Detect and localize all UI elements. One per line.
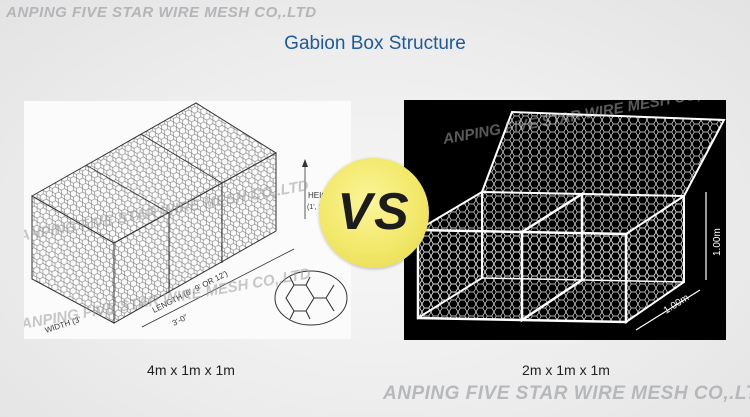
right-gabion-render: 1.00m 1.00m ANPING FIVE STAR WIRE MESH C… (404, 100, 726, 340)
diaphragm-line (85, 164, 170, 214)
width-dimension (635, 289, 701, 331)
length-dimension (141, 248, 295, 328)
height-dim-label: 1.00m (712, 228, 723, 256)
vs-text: VS (337, 183, 411, 241)
arrow-up-icon (302, 159, 308, 167)
left-caption: 4m x 1m x 1m (147, 362, 235, 378)
length-sub-label: 3'-0" (171, 312, 189, 327)
mesh-detail-icon (285, 276, 335, 320)
width-dim-label: 1.00m (662, 292, 691, 316)
left-gabion-svg: HEIGH (1', 1 LENGTH (6', 9' OR 12') 3'-0… (24, 102, 348, 335)
right-caption: 2m x 1m x 1m (522, 362, 610, 378)
page-title: Gabion Box Structure (284, 33, 466, 54)
vs-badge: VS (319, 158, 429, 268)
diaphragm-line (140, 133, 223, 184)
box-right-face (625, 194, 685, 324)
right-gabion-svg: 1.00m 1.00m ANPING FIVE STAR WIRE MESH C… (416, 100, 726, 331)
watermark-top: ANPING FIVE STAR WIRE MESH CO,.LTD (6, 4, 317, 21)
height-sub-label: (1', 1 (307, 204, 322, 211)
box-divider (520, 191, 584, 323)
mesh-detail-circle (274, 270, 348, 326)
left-gabion-drawing: HEIGH (1', 1 LENGTH (6', 9' OR 12') 3'-0… (24, 101, 351, 339)
watermark-bottom: ANPING FIVE STAR WIRE MESH CO,.LTD (383, 383, 750, 404)
